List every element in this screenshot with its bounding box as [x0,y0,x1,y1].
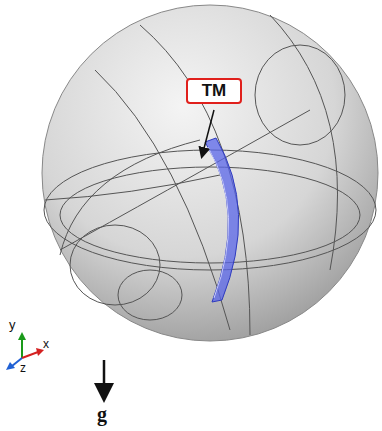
sphere-lines [44,15,376,335]
tm-band [205,138,239,302]
callout-box: TM [186,78,242,104]
gravity-label: g [97,404,107,424]
sphere [42,5,378,341]
axis-label: y [9,318,16,331]
tm-band-line [208,147,229,298]
axis-label: x [43,338,49,350]
axis-label: z [20,362,26,374]
gravity-arrow [103,360,106,398]
leader-arrow [202,110,214,156]
callout-label: TM [202,81,227,101]
